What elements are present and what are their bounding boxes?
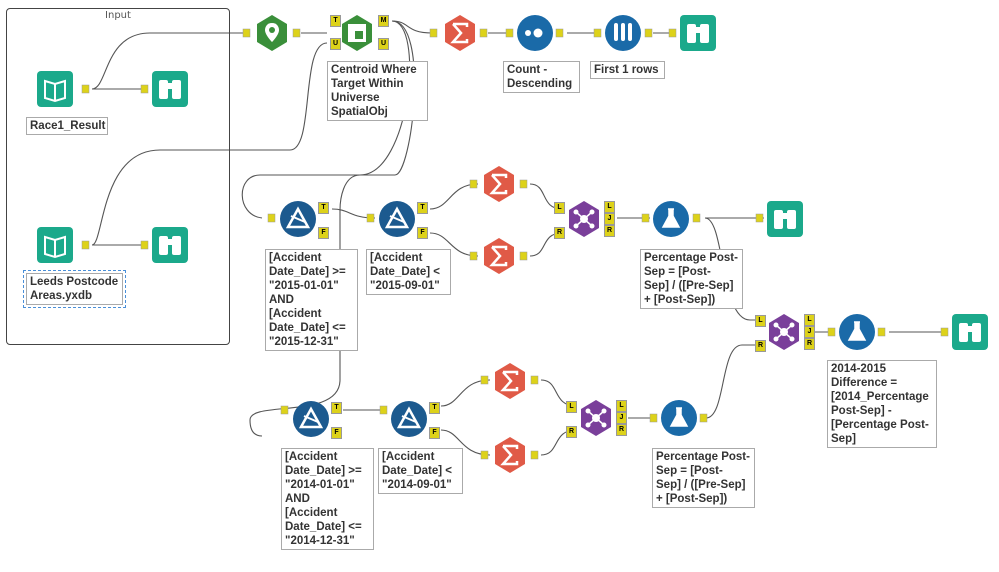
label-centroid: Centroid Where Target Within Universe Sp… [327,61,428,121]
input-tool-leeds[interactable] [36,226,74,264]
anchor-left[interactable]: L [554,202,565,214]
sigma-icon [484,166,514,202]
sigma-icon [445,15,475,51]
binoculars-icon [680,15,716,51]
anchor-left[interactable]: L [755,315,766,327]
anchor-false[interactable]: F [331,427,342,439]
summarize-tool-2014-post[interactable] [491,436,529,474]
formula-tool-2014[interactable] [660,399,698,437]
spatial-match-tool[interactable] [338,14,376,52]
anchor-right[interactable]: R [566,426,577,438]
container-title: Input [105,10,131,21]
sigma-icon [484,238,514,274]
anchor-universe[interactable]: U [330,38,341,50]
binoculars-icon [152,71,188,107]
binoculars-icon [952,314,988,350]
label-leeds-postcode: Leeds Postcode Areas.yxdb [23,270,126,308]
anchor-right[interactable]: R [554,227,565,239]
book-icon [37,71,73,107]
browse-tool-2015[interactable] [766,200,804,238]
label-difference: 2014-2015 Difference = [2014_Percentage … [827,360,937,448]
anchor-false[interactable]: F [429,427,440,439]
anchor-true[interactable]: T [331,402,342,414]
filter-tool-2015-year[interactable] [279,200,317,238]
label-formula-2014: Percentage Post- Sep = [Post- Sep] / ([P… [652,448,755,508]
join-nodes-icon [769,314,799,350]
label-race1-result: Race1_Result [26,117,108,135]
triangle-filter-icon [293,401,329,437]
anchor-right[interactable]: R [755,340,766,352]
input-tool-race1[interactable] [36,70,74,108]
anchor-join-out[interactable]: J [616,412,627,424]
binoculars-icon [767,201,803,237]
anchor-unmatched[interactable]: U [378,38,389,50]
join-tool-2014[interactable] [577,399,615,437]
join-nodes-icon [581,400,611,436]
dots-icon [517,15,553,51]
sort-tool[interactable] [516,14,554,52]
anchor-left[interactable]: L [566,401,577,413]
anchor-left-out[interactable]: L [616,400,627,412]
label-filter-2015-year: [Accident Date_Date] >= "2015-01-01" AND… [265,249,358,351]
book-icon [37,227,73,263]
anchor-left-out[interactable]: L [804,314,815,326]
summarize-tool-top[interactable] [441,14,479,52]
flask-icon [653,201,689,237]
anchor-match[interactable]: M [378,15,389,27]
anchor-target[interactable]: T [330,15,341,27]
map-pin-icon [257,15,287,51]
sample-tool[interactable] [604,14,642,52]
triangle-filter-icon [391,401,427,437]
filter-tool-2014-year[interactable] [292,400,330,438]
anchor-right-out[interactable]: R [616,424,627,436]
sigma-icon [495,363,525,399]
formula-tool-2015[interactable] [652,200,690,238]
label-filter-2014-year: [Accident Date_Date] >= "2014-01-01" AND… [281,448,374,550]
test-tubes-icon [605,15,641,51]
create-points-tool[interactable] [253,14,291,52]
anchor-true[interactable]: T [417,202,428,214]
label-filter-2014-sep: [Accident Date_Date] < "2014-09-01" [378,448,463,494]
anchor-true[interactable]: T [318,202,329,214]
label-first-rows: First 1 rows [590,61,665,79]
anchor-false[interactable]: F [417,227,428,239]
browse-tool-race1[interactable] [151,70,189,108]
browse-tool-top[interactable] [679,14,717,52]
binoculars-icon [152,227,188,263]
anchor-left-out[interactable]: L [604,201,615,213]
triangle-filter-icon [379,201,415,237]
flask-icon [661,400,697,436]
anchor-false[interactable]: F [318,227,329,239]
anchor-join-out[interactable]: J [604,213,615,225]
summarize-tool-2015-pre[interactable] [480,165,518,203]
filter-tool-2014-sep[interactable] [390,400,428,438]
browse-tool-final[interactable] [951,313,989,351]
flask-icon [839,314,875,350]
sigma-icon [495,437,525,473]
join-tool-2015[interactable] [565,200,603,238]
anchor-right-out[interactable]: R [604,225,615,237]
formula-tool-final[interactable] [838,313,876,351]
join-nodes-icon [569,201,599,237]
label-filter-2015-sep: [Accident Date_Date] < "2015-09-01" [366,249,451,295]
summarize-tool-2014-pre[interactable] [491,362,529,400]
label-formula-2015: Percentage Post- Sep = [Post- Sep] / ([P… [640,249,743,309]
anchor-true[interactable]: T [429,402,440,414]
input-container[interactable]: Input [6,8,230,345]
anchor-right-out[interactable]: R [804,338,815,350]
join-tool-final[interactable] [765,313,803,351]
puzzle-icon [342,15,372,51]
triangle-filter-icon [280,201,316,237]
browse-tool-leeds[interactable] [151,226,189,264]
summarize-tool-2015-post[interactable] [480,237,518,275]
filter-tool-2015-sep[interactable] [378,200,416,238]
anchor-join-out[interactable]: J [804,326,815,338]
label-count-descending: Count - Descending [503,61,580,93]
